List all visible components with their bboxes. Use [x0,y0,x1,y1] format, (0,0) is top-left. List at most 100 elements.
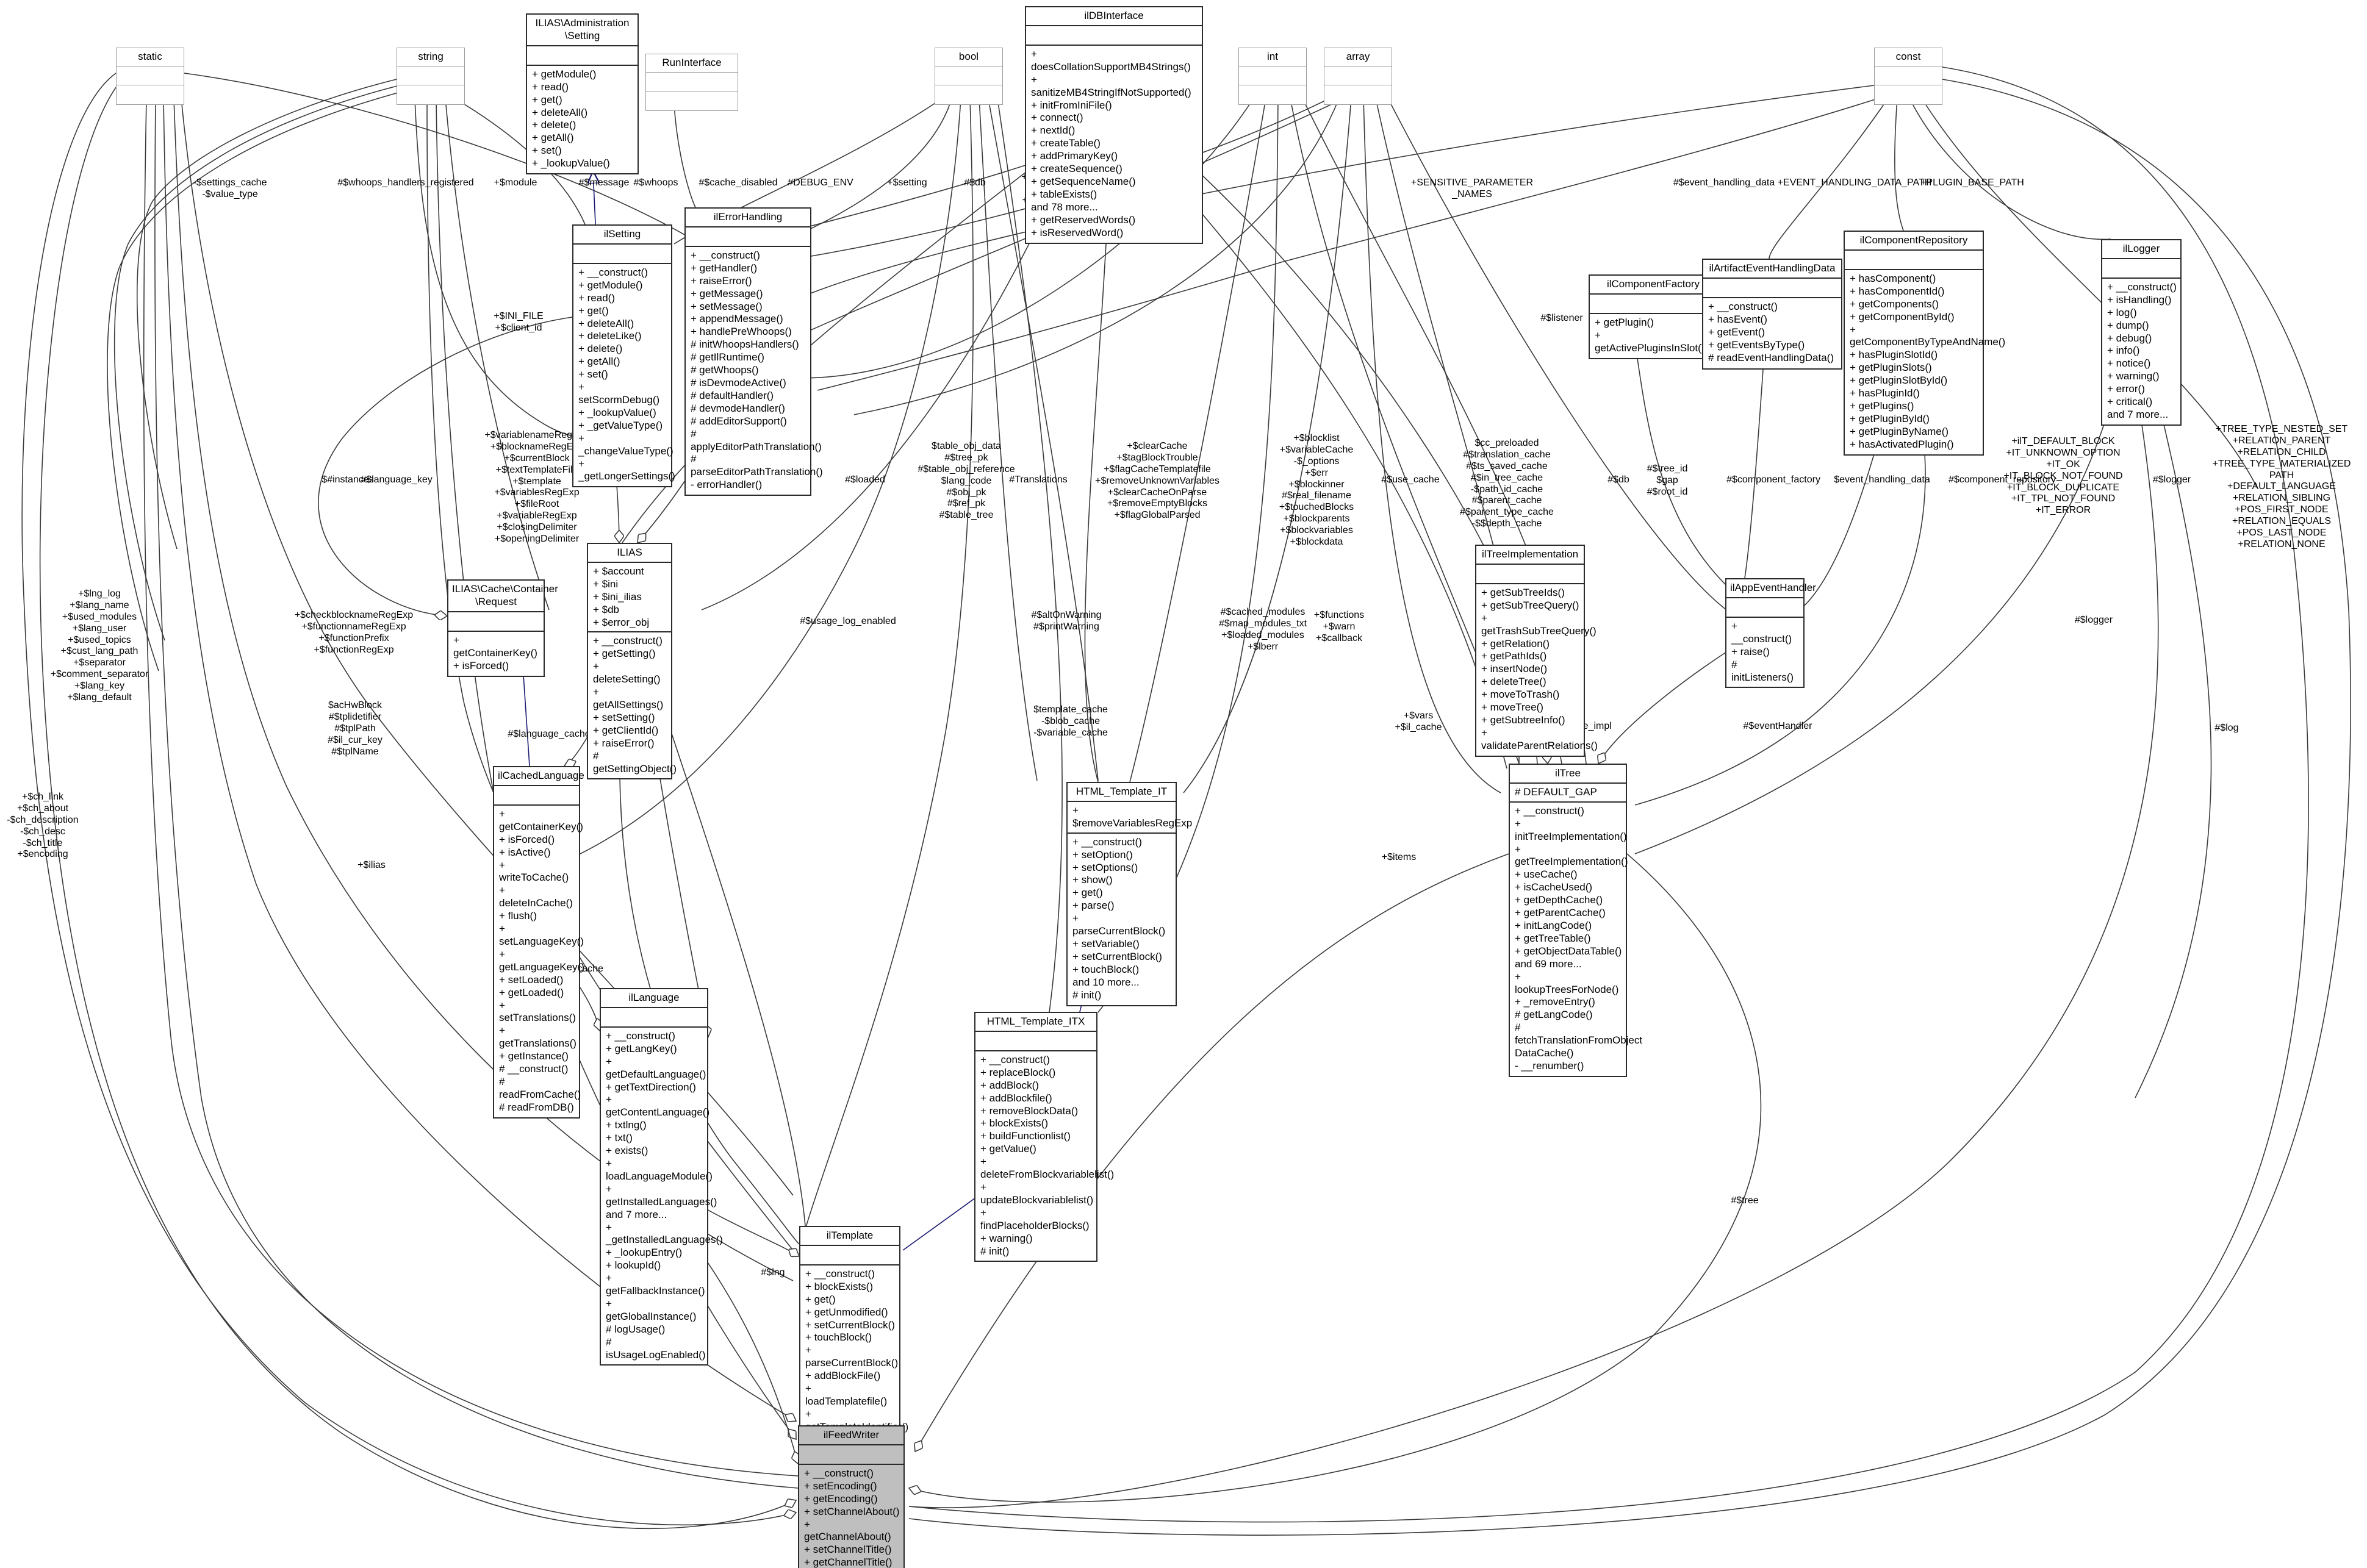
class-node-ilias_administration_setting[interactable]: ILIAS\Administration \Setting+ getModule… [526,13,639,175]
class-operation-row: # readFromDB() [499,1101,574,1113]
class-node-runinterface[interactable]: RunInterface [645,54,738,111]
edge-label-l48: $template_cache -$blob_cache -$variable_… [1033,704,1108,738]
class-attributes [494,786,579,806]
class-node-int[interactable]: int [1238,48,1307,105]
class-attributes: # DEFAULT_GAP [1510,784,1626,803]
class-operation-row: + moveToTrash() [1481,689,1560,701]
class-node-static[interactable]: static [116,48,184,105]
class-operation-row: + addBlockfile() [980,1092,1052,1104]
edge-label-l47: #$language_cache [508,729,591,739]
class-operation-row: + getUnmodified() [805,1306,888,1318]
edge-label-l42: +$functions +$warn +$callback [1313,610,1365,643]
class-operation-row: + touchBlock() [1072,963,1140,975]
class-operation-row: + notice() [2107,357,2151,370]
class-operation-row: + getSubtreeInfo() [1481,714,1565,726]
class-node-iltreeimplementation[interactable]: ilTreeImplementation+ getSubTreeIds()+ g… [1475,545,1598,757]
class-node-illogger[interactable]: ilLogger+ __construct()+ isHandling()+ l… [2101,239,2182,426]
class-operation-row: + getEventsByType() [1708,338,1805,351]
class-attribute-row: + $removeVariablesRegExp [1072,804,1193,829]
class-operation-row: # readFromCache() [499,1075,581,1100]
class-operation-row: + setVariable() [1072,937,1140,950]
class-operation-row: + getObjectDataTable() [1515,945,1622,957]
class-operation-row: + setChannelAbout() [804,1505,900,1517]
class-attributes: + $account+ $ini+ $ini_ilias+ $db+ $erro… [588,563,671,633]
class-operation-row: + __construct() [805,1267,875,1280]
class-node-html_template_it[interactable]: HTML_Template_IT+ $removeVariablesRegExp… [1066,782,1193,1006]
class-operation-row: + _lookupEntry() [606,1247,683,1259]
edge-label-l11: +SENSITIVE_PARAMETER _NAMES [1410,177,1534,199]
class-operation-row: + findPlaceholderBlocks() [980,1206,1090,1231]
class-operation-row: + raise() [1731,645,1770,657]
class-operation-row: + getAll() [578,356,620,368]
class-operation-row: + getComponentById() [1850,310,1955,323]
class-operation-row: + getContainerKey() [453,634,537,659]
class-operation-row: + moveTree() [1481,701,1543,714]
class-operation-row: + __construct() [1731,620,1792,645]
class-title: ilComponentRepository [1845,232,1983,251]
class-operation-row: + getContainerKey() [499,807,583,832]
class-node-ilcomponentrepository[interactable]: ilComponentRepository + hasComponent()+ h… [1844,231,2005,456]
class-operation-row: + log() [2107,306,2137,318]
class-operations: + __construct()+ hasEvent()+ getEvent()+… [1703,298,1841,368]
class-node-ilcachedlanguage[interactable]: ilCachedLanguage+ getContainerKey()+ isF… [493,766,584,1119]
class-operations [935,85,1002,104]
class-title: ILIAS [588,544,671,563]
class-title: ilDBInterface [1026,7,1202,26]
class-operations [646,91,738,110]
class-node-ilias[interactable]: ILIAS+ $account+ $ini+ $ini_ilias+ $db+ … [587,543,677,780]
class-operation-row: + touchBlock() [805,1331,872,1344]
class-node-illanguage[interactable]: ilLanguage+ __construct()+ getLangKey()+… [600,988,723,1366]
class-operation-row: + txtlng() [606,1119,647,1131]
class-operation-row: + initLangCode() [1515,919,1592,931]
class-node-ilfeedwriter[interactable]: ilFeedWriter+ __construct()+ setEncoding… [798,1425,905,1568]
class-operation-row: + dump() [2107,319,2149,331]
class-node-ilsetting[interactable]: ilSetting+ __construct()+ getModule()+ r… [572,224,675,488]
class-operations: + __construct()+ getHandler()+ raiseErro… [686,247,823,495]
class-operation-row: + setMessage() [691,300,763,312]
edge-label-l19: #$language_key [361,474,433,485]
class-node-ilartifacteventhandlingdata[interactable]: ilArtifactEventHandlingData+ __construct… [1702,259,1842,370]
edge-label-l51: +$ch_link +$ch_about -$ch_description -$… [7,792,79,860]
class-operation-row: + loadTemplatefile() [805,1383,888,1407]
class-attributes [527,46,638,66]
class-operation-row: + get() [532,93,562,106]
edge-label-l28: $cc_preloaded #$translation_cache #$ts_s… [1460,438,1554,529]
class-operation-row: + getAll() [532,132,574,144]
class-operation-row: + getHandler() [691,262,758,274]
edge-label-l35: #$logger [2152,474,2191,485]
class-node-ilias_cache_container_request[interactable]: ILIAS\Cache\Container \Request+ getConta… [447,579,558,677]
class-attributes [799,1445,903,1465]
class-operation-row: + get() [805,1293,836,1305]
class-node-string[interactable]: string [397,48,465,105]
class-operation-row: + critical() [2107,396,2153,408]
class-operation-row: # logUsage() [606,1323,666,1335]
class-title: ilFeedWriter [799,1427,903,1445]
class-operation-row: + delete() [578,343,623,355]
class-title: RunInterface [646,54,738,73]
class-attribute-row: + $account [593,565,644,577]
class-operation-row: # __construct() [499,1063,569,1075]
class-operations: + hasComponent()+ hasComponentId()+ getC… [1845,270,2005,454]
class-operation-row: + removeBlockData() [980,1104,1079,1117]
class-node-bool[interactable]: bool [935,48,1003,105]
class-operation-row: # getWhoops() [691,364,759,376]
class-operation-row: + getLanguageKey() [499,948,584,973]
class-node-html_template_itx[interactable]: HTML_Template_ITX+ __construct()+ replac… [974,1012,1114,1262]
class-operation-row: + getPathIds() [1481,650,1547,662]
class-attributes [1239,66,1306,85]
class-node-ilerrorhandling[interactable]: ilErrorHandling+ __construct()+ getHandl… [684,207,823,496]
class-operation-row: + updateBlockvariablelist() [980,1181,1094,1206]
class-node-array[interactable]: array [1324,48,1392,105]
class-operation-row: + __construct() [1708,300,1778,312]
class-node-const[interactable]: const [1874,48,1942,105]
class-node-iltree[interactable]: ilTree# DEFAULT_GAP+ __construct()+ init… [1509,764,1642,1077]
class-operation-row: + setChannelTitle() [804,1544,892,1556]
class-operation-row: + __construct() [2107,281,2177,293]
class-node-ilappeventhandler[interactable]: ilAppEventHandler+ __construct()+ raise(… [1725,578,1816,689]
class-node-ildbinterface[interactable]: ilDBInterface+ doesCollationSupportMB4St… [1025,6,1203,244]
class-node-ilcomponentfactory[interactable]: ilComponentFactory+ getPlugin()+ getActi… [1589,274,1718,359]
class-title: int [1239,48,1306,66]
class-operation-row: + parse() [1072,900,1115,912]
class-operation-row: # getIlRuntime() [691,351,764,363]
edge-label-l13: +EVENT_HANDLING_DATA_PATH [1777,177,1932,188]
